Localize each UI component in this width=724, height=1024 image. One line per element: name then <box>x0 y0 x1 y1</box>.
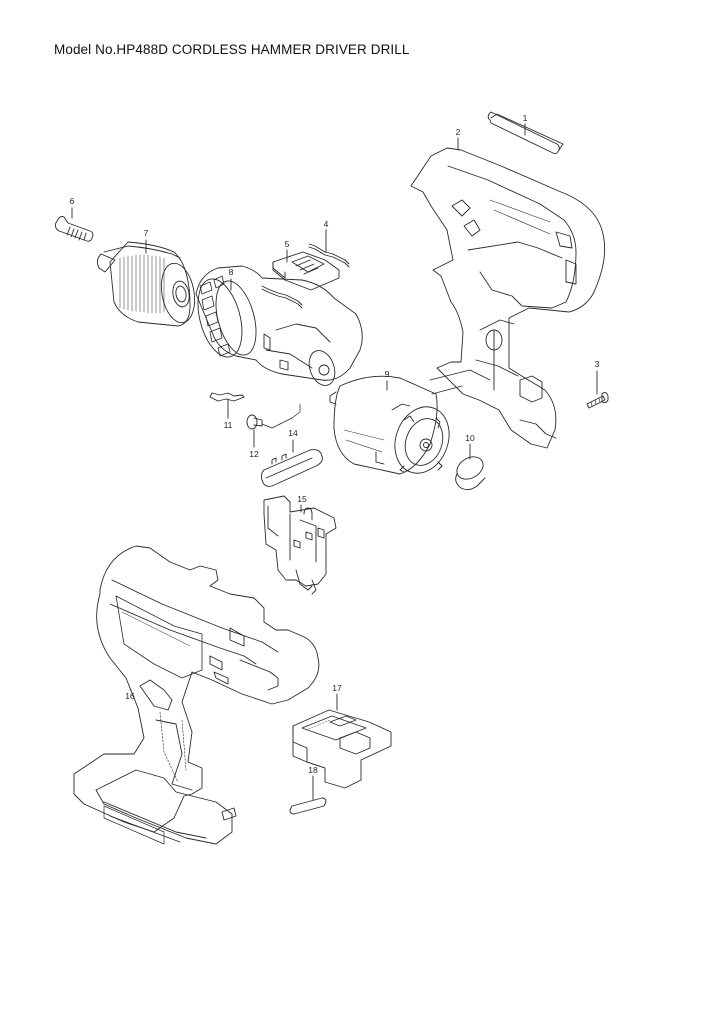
part-18-name-plate <box>289 775 327 815</box>
part-label-14: 14 <box>288 427 298 438</box>
part-label-7: 7 <box>143 227 149 238</box>
part-label-17: 17 <box>332 682 342 693</box>
part-label-1: 1 <box>522 112 528 123</box>
part-6-chuck-screw <box>54 207 94 242</box>
part-8-gear-assembly <box>195 265 363 386</box>
part-17-terminal-holder <box>292 693 392 789</box>
part-label-2: 2 <box>455 126 461 137</box>
part-label-8: 8 <box>228 266 234 277</box>
part-3-tapping-screw <box>586 370 609 409</box>
part-label-6: 6 <box>69 195 75 206</box>
part-9-dc-motor <box>329 375 450 475</box>
part-10-rubber-pin <box>455 443 486 491</box>
part-15-switch <box>263 495 337 595</box>
part-4-terminal-spring <box>308 229 350 268</box>
part-label-10: 10 <box>465 432 475 443</box>
part-5-terminal <box>272 249 340 291</box>
part-11-flat-washer <box>209 392 245 419</box>
part-4-terminal-spring-2 <box>261 285 303 309</box>
page-title: Model No.HP488D CORDLESS HAMMER DRIVER D… <box>54 42 410 57</box>
part-7-keyless-chuck <box>96 239 196 327</box>
part-label-18: 18 <box>308 764 318 775</box>
part-label-4: 4 <box>323 218 329 229</box>
part-label-11: 11 <box>223 419 233 430</box>
part-label-16: 16 <box>125 690 135 701</box>
part-label-12: 12 <box>249 448 259 459</box>
part-label-3: 3 <box>594 358 600 369</box>
part-label-5: 5 <box>284 238 290 249</box>
part-14-led-circuit <box>260 439 323 487</box>
part-12-pan-head-screw <box>246 403 301 448</box>
part-label-9: 9 <box>384 368 390 379</box>
part-2-housing-right <box>410 137 606 449</box>
part-1-label-strip <box>487 111 564 154</box>
part-16-housing-left <box>73 545 320 845</box>
part-label-15: 15 <box>297 493 307 504</box>
